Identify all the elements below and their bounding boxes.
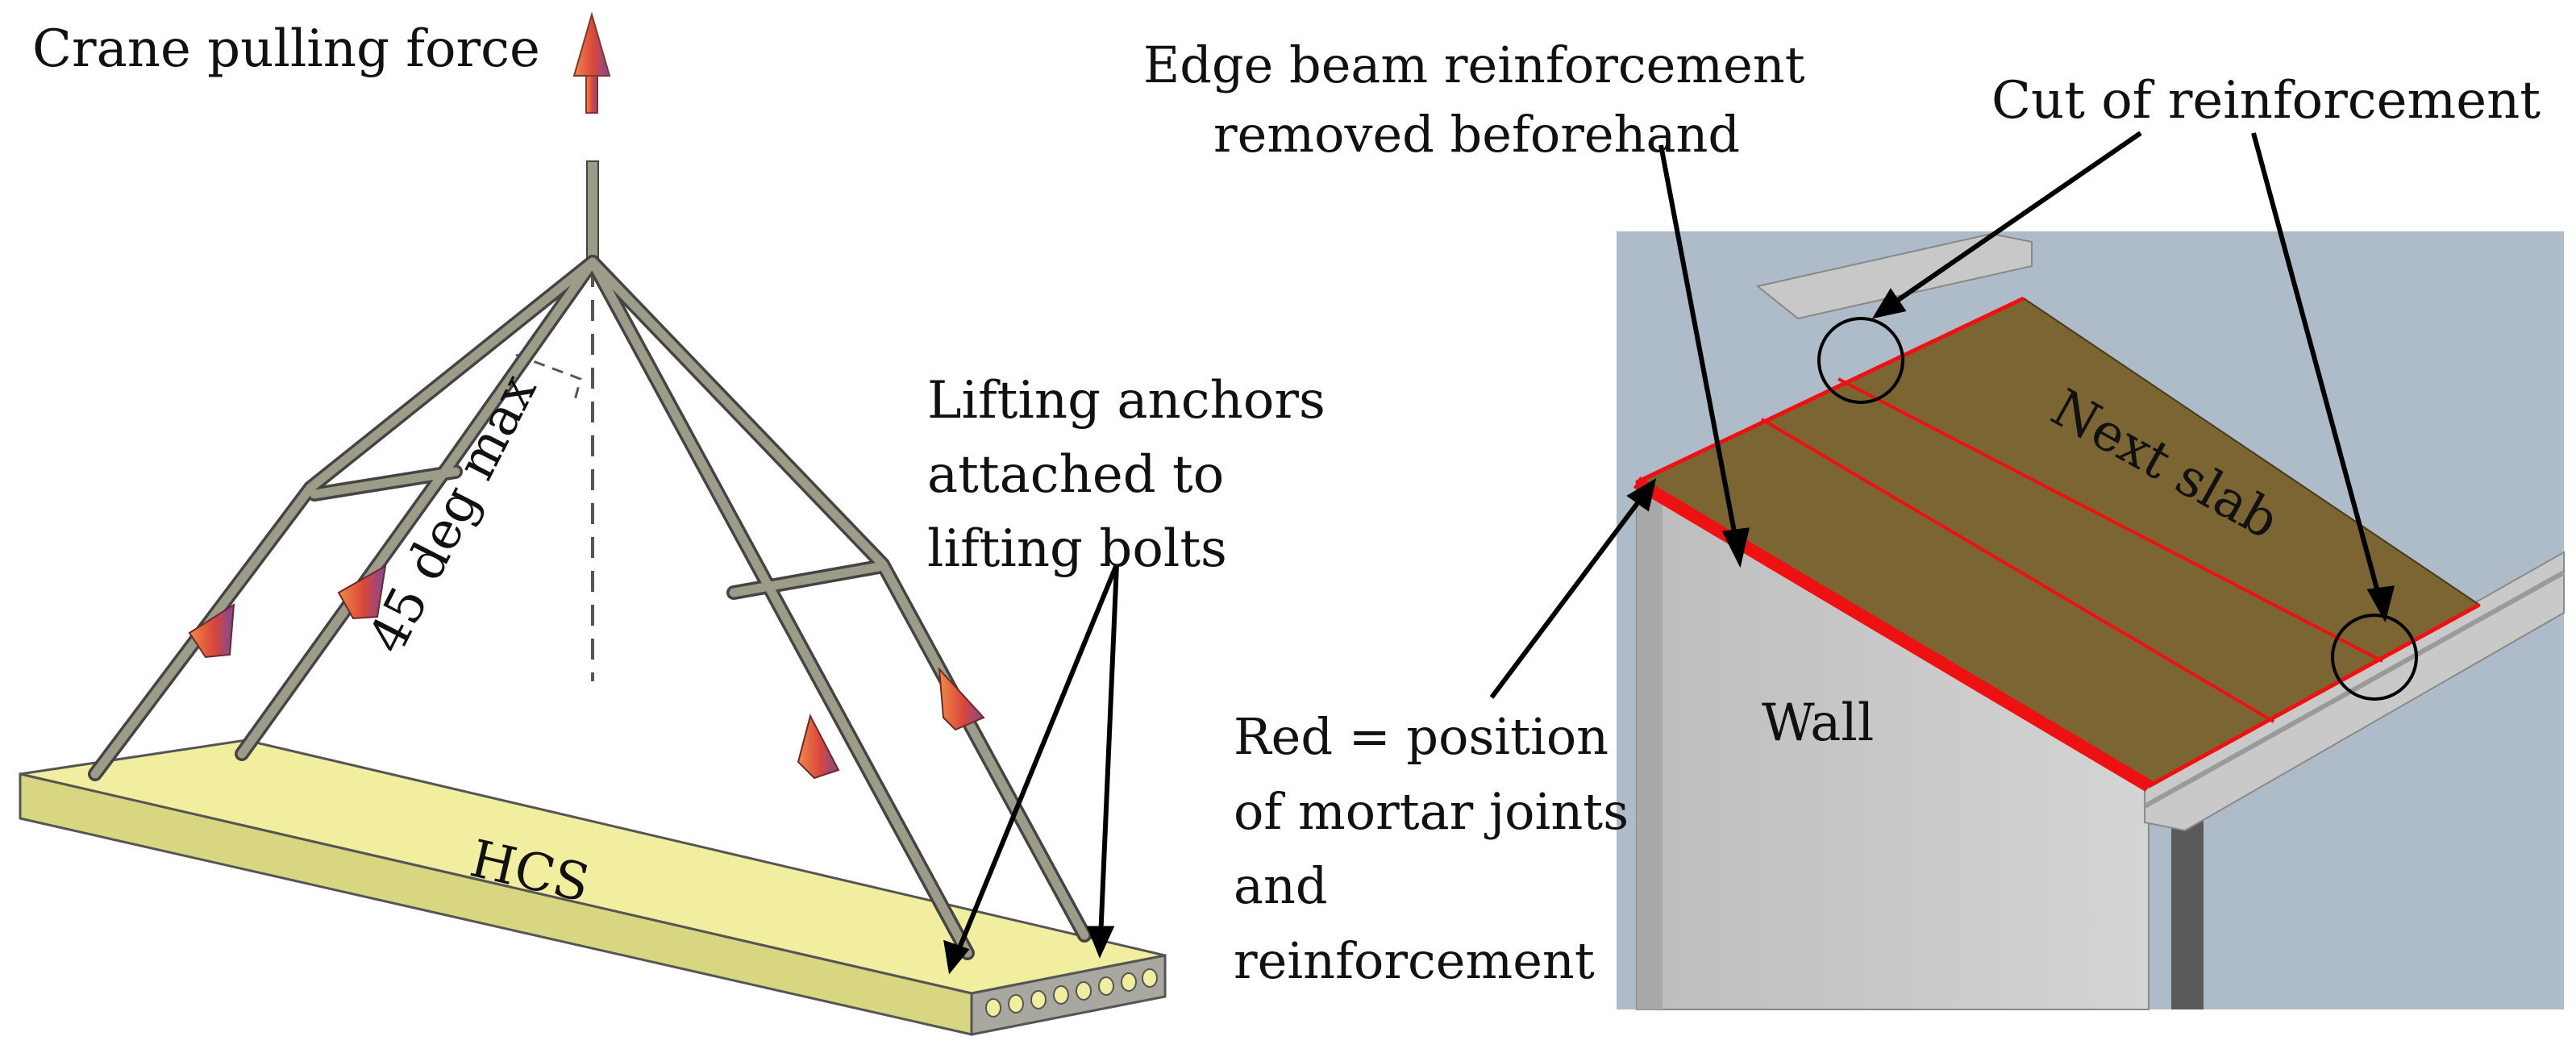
anchors-label-line-3: lifting bolts xyxy=(927,519,1227,579)
crane-hook-bar xyxy=(586,160,599,262)
edge-beam-groove xyxy=(2143,570,2566,809)
edge-beam-label-line-2: removed beforehand xyxy=(1213,105,1740,164)
hcs-slab xyxy=(19,739,1167,1036)
installation-diagram: Edge beam reinforcement removed beforeha… xyxy=(1143,35,2566,1010)
red-label-line-1: Red = position xyxy=(1234,707,1608,766)
hollow-cores xyxy=(985,968,1158,1018)
edge-beam-label-line-1: Edge beam reinforcement xyxy=(1143,35,1805,94)
crane-force-arrow xyxy=(572,11,611,114)
rope-cone-markers xyxy=(188,564,985,780)
cone-marker xyxy=(188,603,235,659)
cone-marker xyxy=(797,714,840,780)
crane-force-label: Crane pulling force xyxy=(32,19,540,79)
red-label-line-2: of mortar joints xyxy=(1234,782,1629,841)
anchors-label-line-1: Lifting anchors xyxy=(927,371,1325,431)
anchors-label-line-2: attached to xyxy=(927,445,1224,505)
cone-marker xyxy=(938,667,985,731)
angle-marker xyxy=(515,353,582,404)
callout-arrows xyxy=(1489,131,2395,699)
lifting-diagram: Crane pulling force 45 deg max HCS Lifti… xyxy=(19,11,1325,1036)
cut-circle-right xyxy=(2331,614,2418,701)
red-label-line-3: and xyxy=(1234,856,1328,915)
wall xyxy=(1636,472,2149,1010)
wall-label: Wall xyxy=(1762,693,1874,753)
cut-label: Cut of reinforcement xyxy=(1991,71,2541,131)
red-label-line-4: reinforcement xyxy=(1234,931,1595,990)
anchor-arrows xyxy=(943,563,1119,975)
angle-label: 45 deg max xyxy=(357,365,548,663)
mortar-joints xyxy=(1633,296,2481,792)
cone-marker xyxy=(337,564,387,620)
support-column xyxy=(2171,818,2204,1009)
cut-circle-left xyxy=(1817,317,1904,404)
lifting-ropes xyxy=(88,255,1092,960)
